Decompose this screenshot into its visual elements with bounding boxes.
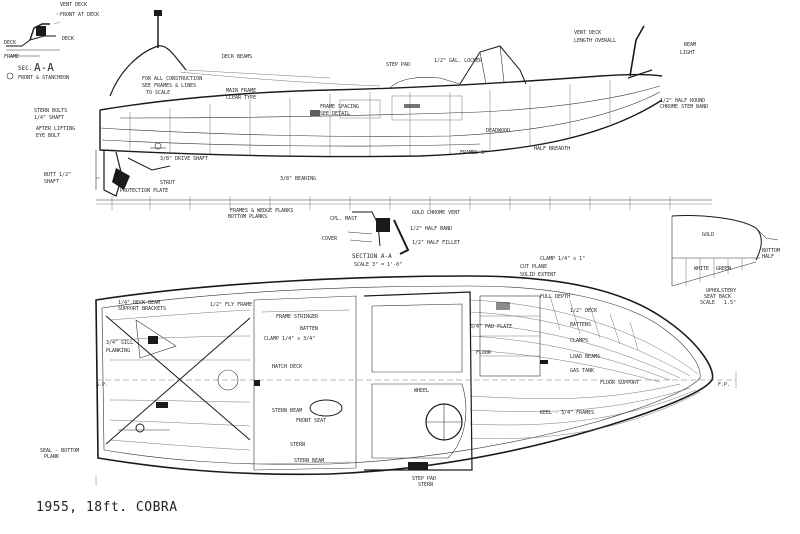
svg-text:EYE BOLT: EYE BOLT xyxy=(36,133,60,139)
svg-text:GREEN: GREEN xyxy=(716,266,731,272)
svg-text:FRONT SEAT: FRONT SEAT xyxy=(296,418,326,424)
svg-text:STERN: STERN xyxy=(290,442,305,448)
svg-text:SEAL - BOTTOM: SEAL - BOTTOM xyxy=(40,448,79,454)
svg-text:1/2" HALF BAND: 1/2" HALF BAND xyxy=(410,226,452,232)
svg-text:LOAD BEAMS: LOAD BEAMS xyxy=(570,354,600,360)
svg-text:BUTT 1/2": BUTT 1/2" xyxy=(44,172,71,178)
svg-text:CHROME STEM BAND: CHROME STEM BAND xyxy=(660,104,708,110)
svg-text:DECK: DECK xyxy=(62,36,74,42)
svg-text:3/4" PAD PLATE: 3/4" PAD PLATE xyxy=(470,324,512,330)
drawing-caption: 1955, 18ft. COBRA xyxy=(36,500,178,515)
svg-text:CLEAR TYPE: CLEAR TYPE xyxy=(226,95,256,101)
section-detail-top-left: DECK FRAME VENT DECK FRONT AT DECK DECK … xyxy=(4,2,99,81)
svg-text:SOLID EXTENT: SOLID EXTENT xyxy=(520,272,556,278)
svg-text:FLOOR: FLOOR xyxy=(476,350,492,356)
svg-text:SCALE 3" = 1'-0": SCALE 3" = 1'-0" xyxy=(354,262,402,268)
svg-text:SUPPORT BRACKETS: SUPPORT BRACKETS xyxy=(118,306,166,312)
svg-text:MAIN FRAME: MAIN FRAME xyxy=(226,88,256,94)
svg-text:FRAME SPACING: FRAME SPACING xyxy=(320,104,359,110)
svg-text:1.5": 1.5" xyxy=(724,300,736,306)
plan-station-lines xyxy=(95,372,737,486)
svg-text:1/4" DECK BEAM: 1/4" DECK BEAM xyxy=(118,300,160,306)
step-pad-label: STEP PAD xyxy=(386,62,410,68)
inset-scale-detail: GOLD WHITE GREEN BOTTOM HALF UPHOLSTERY … xyxy=(671,215,780,306)
svg-text:BATTEN: BATTEN xyxy=(300,326,318,332)
svg-text:HALF BREADTH: HALF BREADTH xyxy=(534,146,570,152)
svg-text:FRAME STRINGER: FRAME STRINGER xyxy=(276,314,319,320)
svg-text:SEE FRAMES & LINES: SEE FRAMES & LINES xyxy=(142,83,196,89)
svg-text:FRAMES 3": FRAMES 3" xyxy=(460,150,487,156)
svg-text:1/2" GAL. LOCKER: 1/2" GAL. LOCKER xyxy=(434,58,483,64)
svg-text:FRAMES & WEDGE PLANKS: FRAMES & WEDGE PLANKS xyxy=(230,208,293,214)
svg-text:BOTTOM: BOTTOM xyxy=(762,248,780,254)
svg-text:STEP PAD: STEP PAD xyxy=(412,476,436,482)
protection-plate-label: PROTECTION PLATE xyxy=(120,188,168,194)
section-aa-label: SEC. xyxy=(18,65,32,72)
svg-text:AFTER LIFTING: AFTER LIFTING xyxy=(36,126,75,132)
inset-title: SCALE xyxy=(700,300,715,306)
svg-text:DECK: DECK xyxy=(4,40,16,46)
svg-text:DEADWOOD: DEADWOOD xyxy=(486,128,510,134)
svg-text:VENT DECK: VENT DECK xyxy=(60,2,87,8)
svg-text:FULL DEPTH: FULL DEPTH xyxy=(540,294,570,300)
svg-text:FRONT & STANCHEON: FRONT & STANCHEON xyxy=(18,75,69,81)
svg-text:CLAMP 1/4" x 1": CLAMP 1/4" x 1" xyxy=(540,256,585,262)
svg-text:BOTTOM PLANKS: BOTTOM PLANKS xyxy=(228,214,267,220)
plan-ap-label: A.P. xyxy=(96,382,108,388)
strut-label: STRUT xyxy=(160,180,175,186)
svg-text:HALF: HALF xyxy=(762,254,774,260)
svg-text:STERN BOLTS: STERN BOLTS xyxy=(34,108,67,114)
svg-text:VENT DECK: VENT DECK xyxy=(574,30,601,36)
plan-fp-label: F.P. xyxy=(718,382,730,388)
svg-text:LENGTH OVERALL: LENGTH OVERALL xyxy=(574,38,616,44)
svg-text:3/8" BEARING: 3/8" BEARING xyxy=(280,176,316,182)
svg-text:FOR ALL CONSTRUCTION: FOR ALL CONSTRUCTION xyxy=(142,76,202,82)
section-a-a-small: SECTION A-A xyxy=(352,253,392,260)
svg-text:BATTENS: BATTENS xyxy=(570,322,591,328)
svg-text:1/2" HALF ROUND: 1/2" HALF ROUND xyxy=(660,98,705,104)
svg-text:GOLD: GOLD xyxy=(702,232,714,238)
svg-text:STERN BEAM: STERN BEAM xyxy=(272,408,302,414)
svg-text:CUT PLANE: CUT PLANE xyxy=(520,264,547,270)
svg-text:FRONT AT DECK: FRONT AT DECK xyxy=(60,12,99,18)
svg-text:HATCH DECK: HATCH DECK xyxy=(272,364,302,370)
svg-text:CLAMPS: CLAMPS xyxy=(570,338,588,344)
svg-text:1/2" FLY FRAME: 1/2" FLY FRAME xyxy=(210,302,252,308)
svg-text:1/2" HALF FILLET: 1/2" HALF FILLET xyxy=(412,240,460,246)
svg-text:PLANK: PLANK xyxy=(44,454,59,460)
svg-text:1/4" SHAFT: 1/4" SHAFT xyxy=(34,115,64,121)
svg-text:SEAT BACK: SEAT BACK xyxy=(704,294,731,300)
svg-text:CPL. MAST: CPL. MAST xyxy=(330,216,357,222)
svg-text:GAS TANK: GAS TANK xyxy=(570,368,594,374)
svg-text:LIGHT: LIGHT xyxy=(680,50,695,56)
svg-text:1/2" DECK: 1/2" DECK xyxy=(570,308,597,314)
svg-text:WHEEL: WHEEL xyxy=(414,388,429,394)
svg-text:TO SCALE: TO SCALE xyxy=(146,90,170,96)
center-section-detail: CPL. MAST COVER GOLD CHROME VENT 1/2" HA… xyxy=(322,210,460,268)
svg-text:SHAFT: SHAFT xyxy=(44,179,59,185)
section-aa-title: A-A xyxy=(34,61,54,74)
profile-view: DECK BEAMS FOR ALL CONSTRUCTION SEE FRAM… xyxy=(34,10,712,220)
svg-text:SEE DETAIL: SEE DETAIL xyxy=(320,111,350,117)
svg-text:FRAME: FRAME xyxy=(4,54,19,60)
svg-text:STERN: STERN xyxy=(418,482,433,488)
svg-text:COVER: COVER xyxy=(322,236,338,242)
svg-text:CLAMP 1/4" x 3/4": CLAMP 1/4" x 3/4" xyxy=(264,336,315,342)
svg-text:DECK BEAMS: DECK BEAMS xyxy=(222,54,252,60)
svg-text:KEEL - 3/4" FRAMES: KEEL - 3/4" FRAMES xyxy=(540,410,594,416)
svg-text:3/8" DRIVE SHAFT: 3/8" DRIVE SHAFT xyxy=(160,156,208,162)
svg-text:3/4" SILL: 3/4" SILL xyxy=(106,340,133,346)
svg-text:STERN BEAM: STERN BEAM xyxy=(294,458,324,464)
svg-text:GOLD CHROME VENT: GOLD CHROME VENT xyxy=(412,210,460,216)
svg-text:UPHOLSTERY: UPHOLSTERY xyxy=(706,288,736,294)
svg-text:PLANKING: PLANKING xyxy=(106,348,130,354)
plan-view: 1/4" DECK BEAM SUPPORT BRACKETS 3/4" SIL… xyxy=(40,256,736,488)
svg-text:BEAM: BEAM xyxy=(684,42,696,48)
svg-text:WHITE: WHITE xyxy=(694,266,709,272)
svg-text:FLOOR SUPPORT: FLOOR SUPPORT xyxy=(600,380,639,386)
